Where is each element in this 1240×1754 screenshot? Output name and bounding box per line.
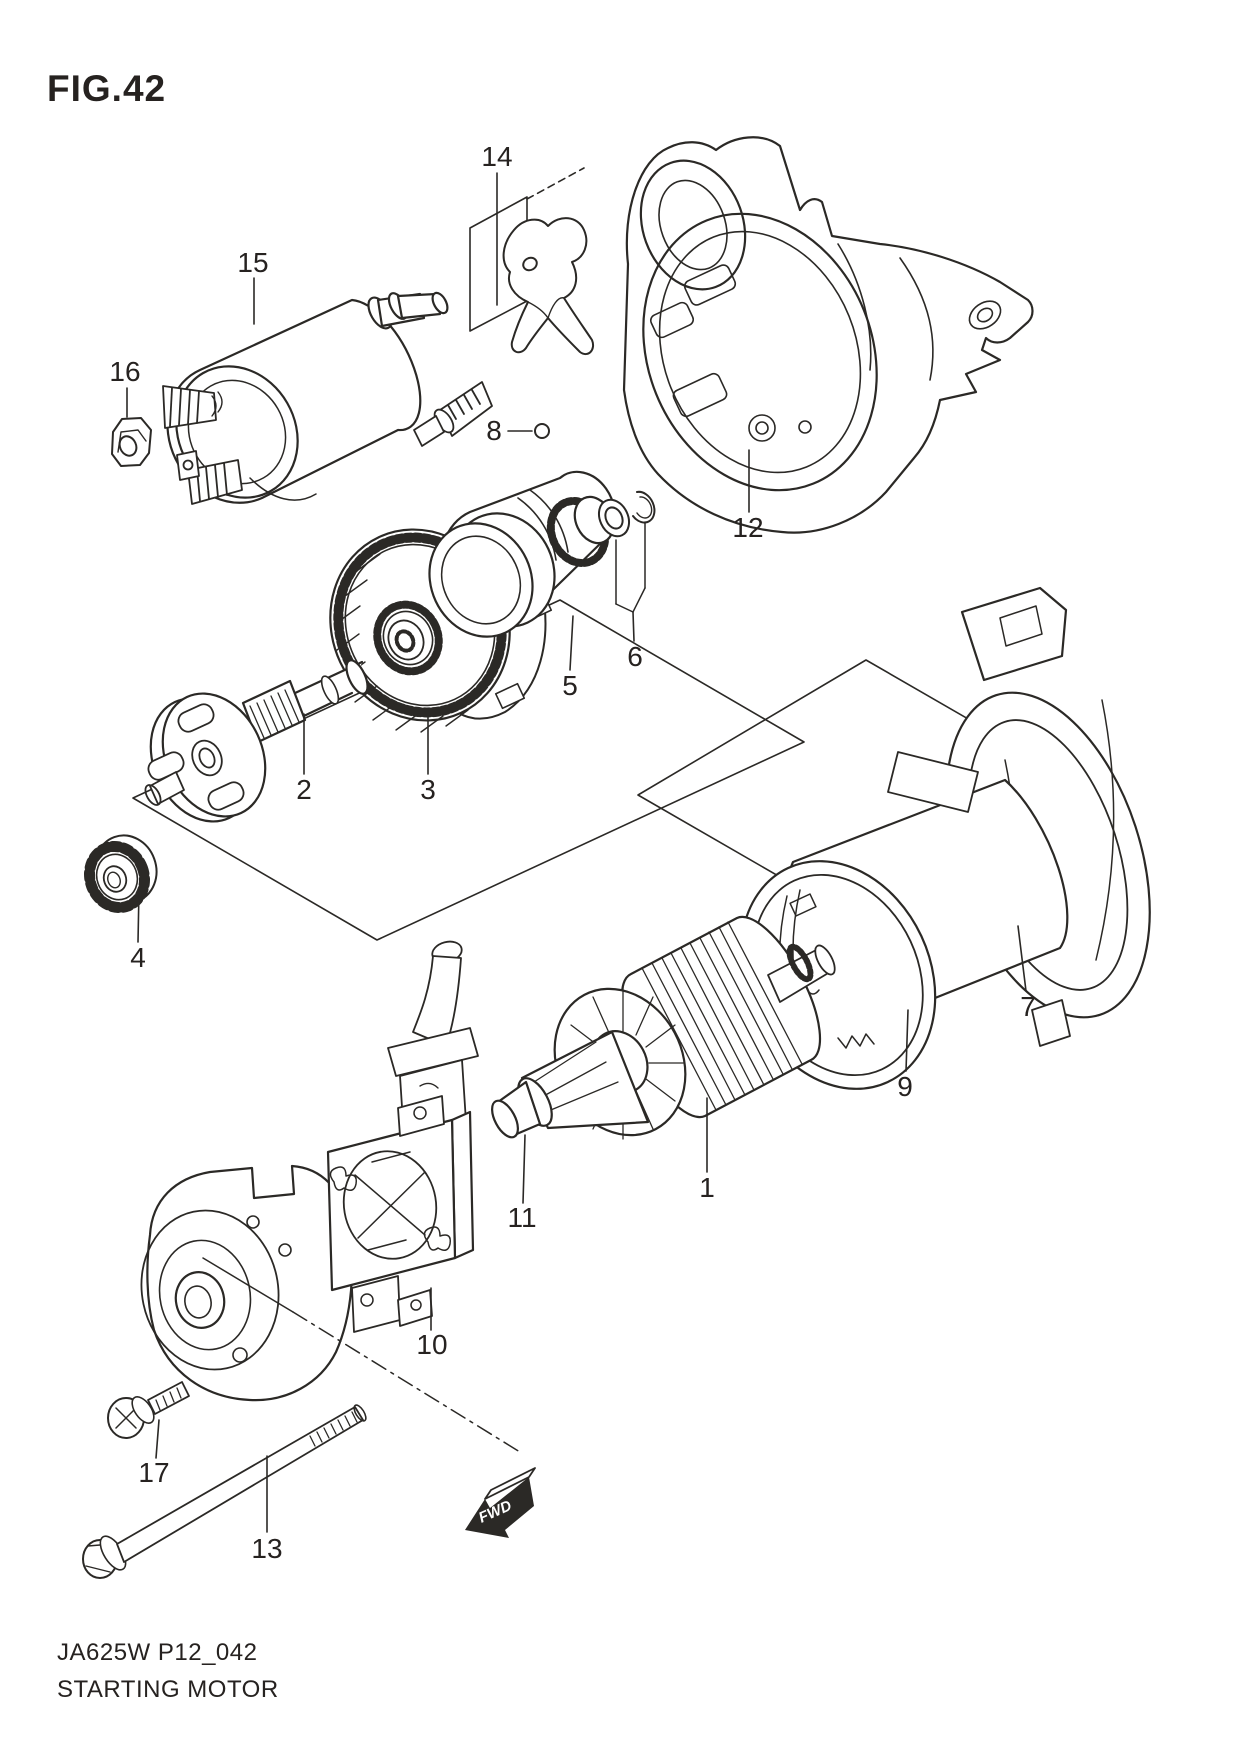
plate-housing-link-line — [526, 167, 585, 200]
tap-screw-drawing — [107, 1381, 190, 1439]
terminal-nut-drawing — [111, 417, 152, 467]
fwd-arrow-body — [465, 1477, 534, 1538]
figure-title: FIG.42 — [47, 68, 167, 109]
idle-pinion-drawing — [84, 834, 158, 914]
collar-ring-bracket — [615, 521, 646, 613]
callout-17: 17 — [138, 1457, 169, 1488]
output-shaft-drawing — [144, 659, 369, 823]
callout-6: 6 — [627, 641, 643, 672]
terminal-studs — [162, 385, 243, 505]
overrunning-clutch-drawing — [428, 470, 616, 638]
callout-8: 8 — [486, 415, 502, 446]
stop-collar-snap-ring-drawing — [597, 490, 656, 613]
figure-caption: STARTING MOTOR — [57, 1676, 279, 1703]
armature-drawing — [491, 915, 836, 1140]
callout-7: 7 — [1020, 991, 1036, 1022]
callout-1: 1 — [699, 1172, 715, 1203]
callout-11: 11 — [507, 1202, 536, 1233]
callout-4: 4 — [130, 942, 146, 973]
solenoid-drawing — [162, 291, 449, 505]
callout-10: 10 — [416, 1329, 447, 1360]
callout-2: 2 — [296, 774, 312, 805]
callouts: 1 2 3 4 5 6 7 8 9 10 11 12 13 14 15 16 1… — [109, 141, 1035, 1564]
drive-end-housing-drawing — [622, 136, 1034, 534]
brush-holder-drawing — [326, 940, 479, 1333]
page-footer: JA625W P12_042 STARTING MOTOR — [57, 1634, 279, 1708]
callout-3: 3 — [420, 774, 436, 805]
drive-lever-drawing — [502, 217, 594, 356]
solenoid-plunger — [367, 291, 449, 330]
document-code: JA625W P12_042 — [57, 1639, 258, 1666]
leader-lines — [126, 172, 1027, 1533]
callout-13: 13 — [251, 1533, 282, 1564]
plunger-rod-drawing — [413, 381, 493, 447]
steel-ball-drawing — [534, 423, 550, 439]
through-bolt-drawing — [82, 1404, 367, 1579]
callout-16: 16 — [109, 356, 140, 387]
fwd-arrow: FWD — [465, 1467, 536, 1538]
callout-12: 12 — [732, 512, 763, 543]
rear-cover-drawing — [140, 1164, 354, 1402]
callout-15: 15 — [237, 247, 268, 278]
callout-14: 14 — [481, 141, 512, 172]
callout-9: 9 — [897, 1071, 913, 1102]
section-plane-line — [292, 1311, 521, 1453]
callout-5: 5 — [562, 670, 578, 701]
yoke-drawing — [739, 751, 1069, 1090]
